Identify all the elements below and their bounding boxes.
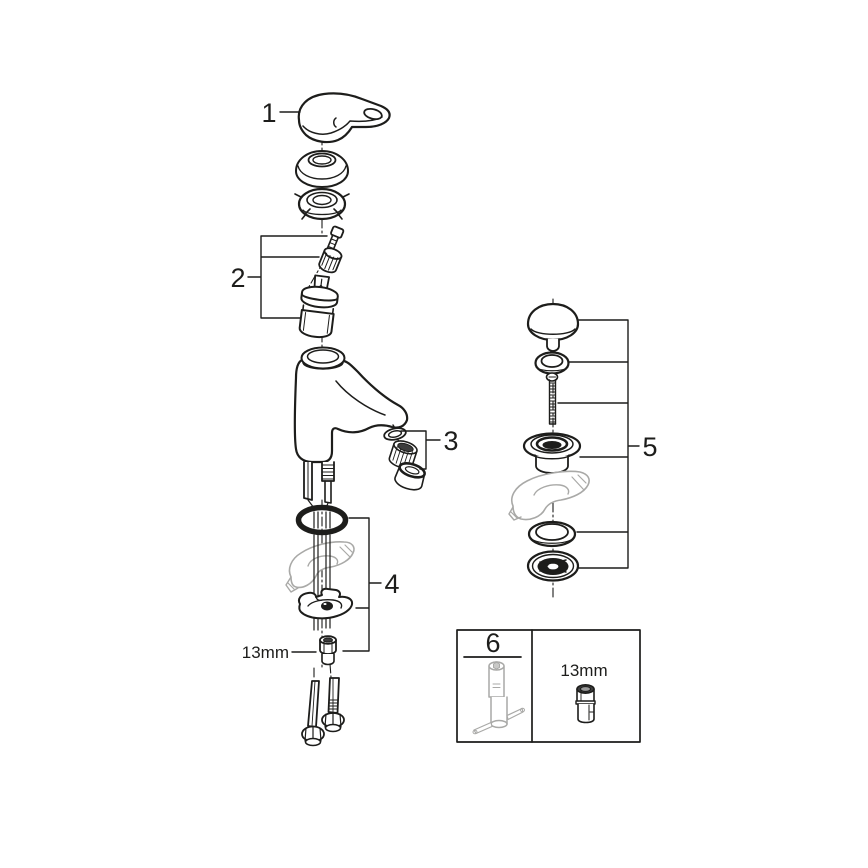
callout-label-2: 2	[230, 263, 245, 293]
callout-bracket-3	[400, 430, 441, 470]
lever-handle	[297, 92, 391, 144]
callout-label-3: 3	[443, 426, 458, 456]
annotation-13mm-socket: 13mm	[560, 661, 607, 680]
supply-hoses	[301, 677, 345, 747]
callout-bracket-4	[342, 517, 382, 652]
faucet-body	[293, 346, 409, 464]
horseshoe-washer	[298, 587, 354, 620]
base-o-ring	[295, 504, 349, 536]
mounting-studs	[313, 511, 331, 631]
handle-adapter	[318, 247, 343, 274]
wedge-gasket	[285, 541, 355, 593]
waste-seal-ring	[527, 520, 577, 548]
callout-label-5: 5	[642, 432, 657, 462]
waste-plug-cap	[526, 302, 580, 352]
annotation-13mm-nut: 13mm	[242, 643, 289, 662]
mounting-nut	[319, 635, 337, 666]
waste-flange	[522, 432, 582, 474]
waste-wedge-gasket	[508, 470, 590, 521]
aerator-housing	[394, 462, 426, 491]
tool-kit-box: 6 13mm	[456, 628, 641, 743]
callout-bracket-2	[247, 235, 328, 319]
aerator-insert	[388, 440, 418, 469]
callout-label-1: 1	[261, 98, 276, 128]
cartridge	[298, 274, 339, 339]
socket-wrench-tool	[472, 661, 525, 735]
callout-bracket-5	[557, 319, 640, 569]
socket-13mm	[575, 683, 596, 724]
dome-cap	[295, 150, 349, 188]
callout-label-4: 4	[384, 569, 399, 599]
cap-seal-ring	[534, 351, 570, 375]
callout-label-6: 6	[485, 628, 500, 658]
aerator-washer	[383, 427, 407, 441]
waste-body	[526, 550, 580, 582]
faucet-shanks	[303, 461, 335, 509]
connecting-screw	[545, 372, 559, 425]
ring-nut	[294, 187, 350, 221]
